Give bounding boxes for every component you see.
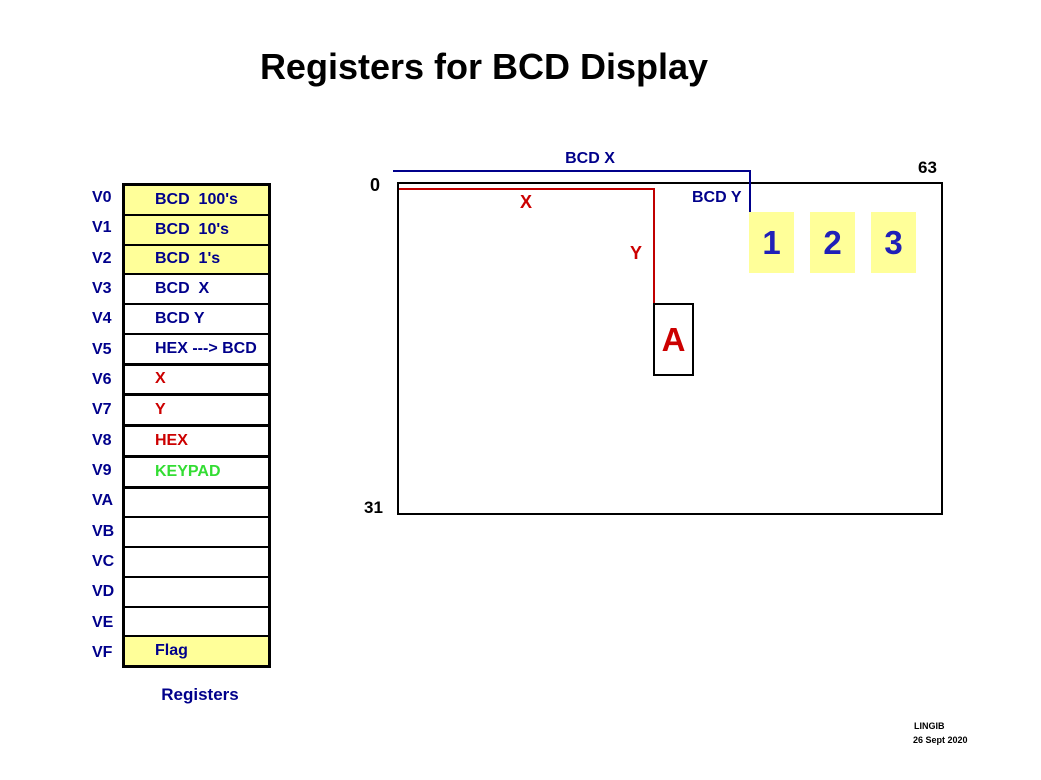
register-name-vd: VD — [92, 583, 115, 601]
register-name-vc: VC — [92, 552, 115, 570]
display-screen-rect — [397, 182, 943, 515]
register-name-vf: VF — [92, 643, 113, 661]
x-coordinate-line — [399, 188, 655, 190]
register-name-vb: VB — [92, 522, 115, 540]
screen-origin-label: 0 — [370, 175, 381, 195]
y-coordinate-line — [653, 188, 655, 304]
digit-card-2: 2 — [810, 212, 855, 273]
page-title: Registers for BCD Display — [259, 46, 709, 87]
bcd-x-dimension-line — [393, 170, 751, 172]
register-name-v3: V3 — [92, 280, 112, 298]
register-value-v9: KEYPAD — [125, 457, 268, 489]
register-name-va: VA — [92, 492, 114, 510]
register-value-vf: Flag — [125, 637, 268, 665]
screen-y-max-label: 31 — [364, 498, 383, 517]
bcd-x-label: BCD X — [565, 150, 615, 167]
register-name-v8: V8 — [92, 431, 112, 449]
register-value-v3: BCD X — [125, 275, 268, 305]
register-value-v0: BCD 100's — [125, 186, 268, 216]
bcd-y-label: BCD Y — [692, 189, 742, 206]
screen-x-max-label: 63 — [918, 158, 937, 177]
y-coordinate-label: Y — [630, 243, 643, 263]
register-value-v2: BCD 1's — [125, 245, 268, 276]
register-value-v8: HEX — [125, 427, 268, 458]
register-value-ve — [125, 607, 268, 638]
bcd-y-pointer-line — [749, 170, 751, 213]
x-coordinate-label: X — [520, 192, 533, 212]
register-value-vb — [125, 518, 268, 548]
register-name-v0: V0 — [92, 189, 112, 207]
register-value-vd — [125, 577, 268, 608]
register-name-v9: V9 — [92, 461, 112, 479]
register-value-v4: BCD Y — [125, 305, 268, 335]
register-name-v2: V2 — [92, 249, 112, 267]
hex-sprite-box: A — [653, 303, 694, 376]
digit-card-3: 3 — [871, 212, 916, 273]
register-name-v5: V5 — [92, 340, 112, 358]
register-value-v1: BCD 10's — [125, 215, 268, 246]
register-value-vc — [125, 548, 268, 578]
register-value-v7: Y — [125, 396, 268, 427]
register-name-v4: V4 — [92, 310, 112, 328]
register-table-caption: Registers — [161, 685, 239, 704]
date-credit: 26 Sept 2020 — [913, 735, 968, 745]
register-name-v7: V7 — [92, 401, 112, 419]
register-name-v6: V6 — [92, 371, 112, 389]
register-value-v6: X — [125, 365, 268, 397]
register-name-v1: V1 — [92, 219, 112, 237]
register-name-ve: VE — [92, 613, 114, 631]
register-value-v5: HEX ---> BCD — [125, 334, 268, 366]
author-credit: LINGIB — [914, 721, 945, 731]
digit-card-1: 1 — [749, 212, 794, 273]
register-value-va — [125, 488, 268, 519]
